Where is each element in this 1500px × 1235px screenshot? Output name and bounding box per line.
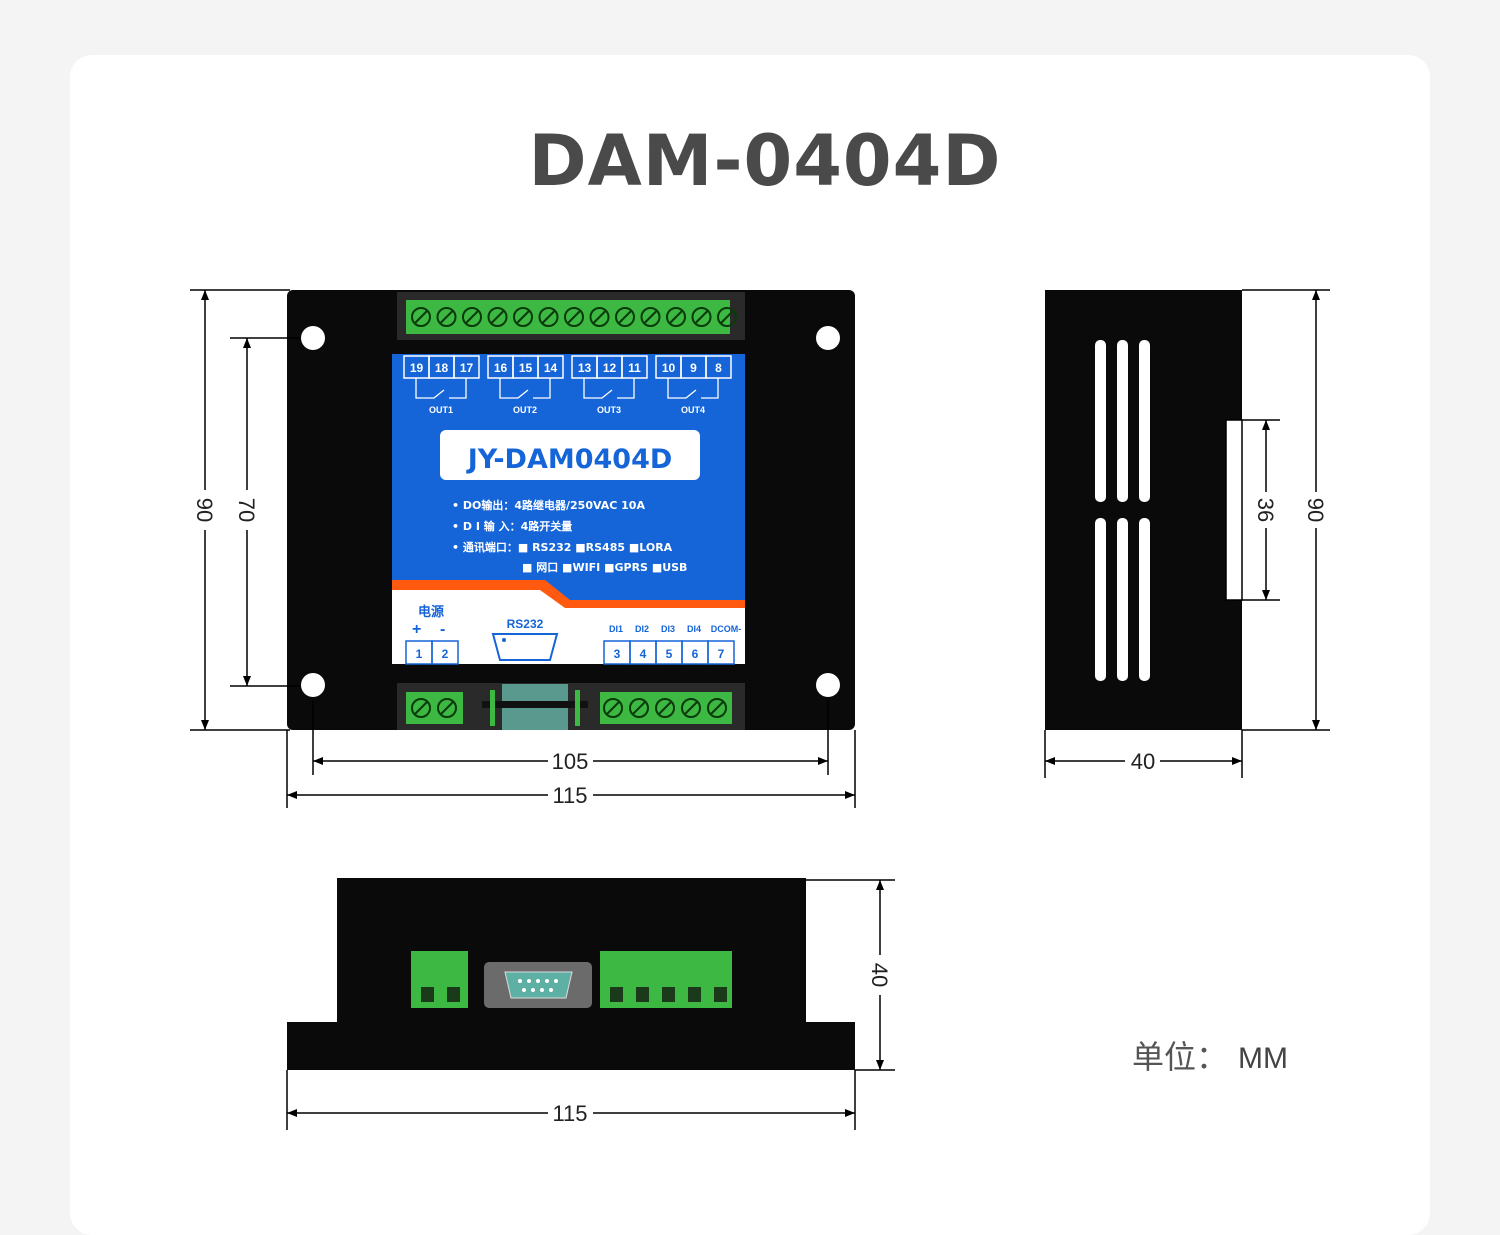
relay-terminal-number: 10 <box>662 361 676 375</box>
terminal-opening <box>662 987 675 1002</box>
di-terminal-number: 6 <box>692 647 699 661</box>
di-terminal-number: 3 <box>614 647 621 661</box>
relay-terminal-number: 11 <box>628 361 641 375</box>
screw-icon <box>640 307 661 327</box>
dim-hole-spacing: 70 <box>234 498 259 522</box>
dim-front-height: 90 <box>192 498 217 522</box>
output-label: OUT3 <box>597 405 621 415</box>
unit-label: 单位： <box>1132 1038 1228 1076</box>
relay-terminal-number: 13 <box>578 361 592 375</box>
power-label: 电源 <box>418 604 444 619</box>
dim-side-width: 40 <box>1131 749 1155 774</box>
screw-icon <box>691 307 712 327</box>
relay-terminal-number: 17 <box>460 361 474 375</box>
screw-icon <box>487 307 508 327</box>
mount-hole <box>816 326 840 350</box>
mount-hole <box>301 673 325 697</box>
terminal-opening <box>610 987 623 1002</box>
power-plus: + <box>412 621 421 638</box>
terminal-opening <box>714 987 727 1002</box>
screw-icon <box>707 698 727 718</box>
screw-icon <box>603 698 623 718</box>
output-label: OUT4 <box>681 405 705 415</box>
dimension-lines <box>190 289 1330 1130</box>
dim-side-height: 90 <box>1303 498 1328 522</box>
relay-contact-icon <box>667 378 719 399</box>
terminal-opening <box>688 987 701 1002</box>
di-label: DI4 <box>687 624 701 634</box>
side-view <box>1045 290 1243 730</box>
spec-line: ■ 网口 ■WIFI ■GPRS ■USB <box>522 561 687 574</box>
power-minus: - <box>440 621 445 638</box>
di-label: DI3 <box>661 624 675 634</box>
relay-terminal-number: 15 <box>519 361 533 375</box>
dim-bracket: 36 <box>1253 498 1278 522</box>
power-terminal-number: 1 <box>416 647 423 661</box>
screw-icon <box>666 307 686 327</box>
power-terminal-number: 2 <box>442 647 449 661</box>
relay-terminal-number: 16 <box>494 361 508 375</box>
screw-icon <box>436 307 457 327</box>
di-label: DCOM- <box>711 624 742 634</box>
power-terminal-block <box>406 692 463 724</box>
relay-terminal-number: 18 <box>435 361 449 375</box>
rs232-label: RS232 <box>507 617 544 631</box>
unit-value: MM <box>1238 1042 1288 1075</box>
screw-icon <box>462 307 482 327</box>
screw-icon <box>655 698 675 718</box>
relay-terminal-number: 19 <box>410 361 424 375</box>
di-terminal-number: 5 <box>666 647 673 661</box>
mount-hole <box>301 326 325 350</box>
screw-icon <box>564 307 584 327</box>
relay-contact-icon <box>415 378 467 399</box>
spec-line: • DO输出：4路继电器/250VAC 10A <box>452 498 645 512</box>
relay-terminal-number: 12 <box>603 361 617 375</box>
relay-contact-icon <box>499 378 551 399</box>
relay-terminal-number: 8 <box>715 361 722 375</box>
screw-icon <box>538 307 559 327</box>
db9-outline-icon <box>491 633 559 661</box>
din-rail-bracket <box>1225 419 1243 601</box>
screw-icon <box>717 307 737 327</box>
di-label: DI2 <box>635 624 649 634</box>
dim-bottom-height: 40 <box>867 963 892 987</box>
output-label: OUT2 <box>513 405 537 415</box>
relay-terminal-number: 14 <box>544 361 558 375</box>
terminal-opening <box>421 987 434 1002</box>
screw-icon <box>411 307 431 327</box>
screw-icon <box>681 698 701 718</box>
terminal-opening <box>447 987 460 1002</box>
dim-hole-width: 105 <box>552 749 589 774</box>
dim-bottom-width: 115 <box>552 1101 587 1126</box>
spec-line: • D I 输 入：4路开关量 <box>452 519 572 533</box>
relay-terminal-number: 9 <box>690 361 697 375</box>
page-title: DAM-0404D <box>528 120 1002 202</box>
di-label: DI1 <box>609 624 623 634</box>
spec-line: • 通讯端口：■ RS232 ■RS485 ■LORA <box>452 540 673 554</box>
screw-icon <box>589 307 610 327</box>
screw-icon <box>513 307 533 327</box>
bottom-view <box>287 878 855 1070</box>
dim-front-width: 115 <box>552 783 587 808</box>
model-label: JY-DAM0404D <box>466 444 673 475</box>
screw-icon <box>629 698 649 718</box>
screw-icon <box>437 698 457 718</box>
di-terminal-number: 4 <box>640 647 647 661</box>
mount-hole <box>816 673 840 697</box>
relay-contact-icon <box>583 378 635 399</box>
output-label: OUT1 <box>429 405 453 415</box>
screw-icon <box>411 698 431 718</box>
terminal-opening <box>636 987 649 1002</box>
screw-icon <box>615 307 635 327</box>
di-terminal-number: 7 <box>718 647 725 661</box>
